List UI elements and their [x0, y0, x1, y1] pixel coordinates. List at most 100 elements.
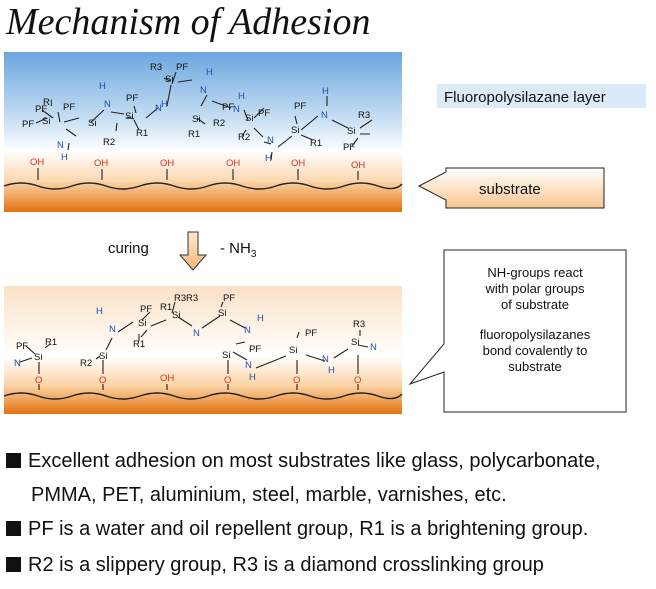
svg-text:OH: OH [160, 373, 174, 384]
svg-text:Si: Si [172, 310, 180, 321]
mechanism-callout [408, 249, 627, 413]
bottom-substrate-curve [3, 392, 403, 400]
svg-text:O: O [35, 375, 42, 386]
svg-text:Si: Si [138, 318, 146, 329]
top-hydroxyl-bonds [37, 168, 359, 180]
svg-text:Si: Si [34, 352, 42, 363]
svg-text:N: N [57, 140, 64, 151]
svg-text:O: O [293, 375, 300, 386]
svg-text:H: H [61, 152, 68, 163]
substrate-label: substrate [479, 181, 541, 198]
svg-text:O: O [224, 375, 231, 386]
svg-text:R3: R3 [150, 62, 162, 73]
svg-text:R3: R3 [358, 110, 370, 121]
svg-text:PF: PF [258, 108, 270, 119]
svg-text:H: H [96, 306, 103, 317]
callout-line: of substrate [501, 297, 569, 312]
callout-line: bond covalently to [483, 343, 588, 358]
svg-text:H: H [322, 86, 329, 97]
svg-text:OH: OH [30, 157, 44, 168]
callout-line: fluoropolysilazanes [480, 327, 591, 342]
bottom-oxygens: O O O O O OH [35, 373, 361, 386]
svg-text:H: H [265, 153, 272, 164]
bottom-molecule-nitrogen: N HN N NH NH NH N [14, 306, 377, 383]
curing-label: curing [108, 240, 149, 257]
svg-text:Si: Si [42, 116, 50, 127]
svg-text:Si: Si [347, 126, 355, 137]
substrate-callout [417, 167, 605, 209]
svg-text:H: H [328, 365, 335, 376]
svg-text:PF: PF [63, 102, 75, 113]
svg-text:R1: R1 [45, 337, 57, 348]
bullet-item: Excellent adhesion on most substrates li… [6, 450, 601, 473]
svg-text:PF: PF [176, 62, 188, 73]
svg-text:N: N [193, 328, 200, 339]
svg-text:OH: OH [160, 158, 174, 169]
svg-text:I: I [50, 98, 53, 109]
callout-line: with polar groups [485, 281, 585, 296]
svg-text:PF: PF [343, 142, 355, 153]
svg-text:N: N [321, 110, 328, 121]
bullet-continuation: PMMA, PET, aluminium, steel, marble, var… [31, 484, 507, 506]
svg-text:H: H [206, 67, 213, 78]
svg-text:R2: R2 [103, 137, 115, 148]
svg-text:N: N [322, 354, 329, 365]
top-substrate-curve [3, 182, 403, 190]
bullet-square-icon [6, 453, 21, 468]
svg-text:PF: PF [305, 328, 317, 339]
bottom-molecule-bonds [19, 301, 369, 390]
svg-text:Si: Si [218, 308, 226, 319]
bullet-square-icon [6, 557, 21, 572]
svg-text:R1: R1 [160, 302, 172, 313]
svg-text:Si: Si [99, 351, 107, 362]
svg-text:O: O [354, 375, 361, 386]
svg-text:Si: Si [165, 74, 173, 85]
layer-label: Fluoropolysilazane layer [444, 89, 606, 106]
svg-text:H: H [249, 372, 256, 383]
svg-text:Si: Si [351, 337, 359, 348]
bullet-square-icon [6, 521, 21, 536]
svg-text:N: N [233, 104, 240, 115]
svg-text:R3: R3 [186, 293, 198, 304]
svg-text:Si: Si [245, 113, 253, 124]
svg-text:Si: Si [222, 350, 230, 361]
svg-text:H: H [99, 81, 106, 92]
svg-text:N: N [109, 324, 116, 335]
top-molecule-bonds [35, 71, 373, 161]
svg-text:PF: PF [249, 344, 261, 355]
svg-text:OH: OH [351, 160, 365, 171]
svg-text:N: N [267, 135, 274, 146]
svg-text:PF: PF [223, 293, 235, 304]
svg-text:R1: R1 [310, 138, 322, 149]
svg-text:OH: OH [291, 158, 305, 169]
svg-text:N: N [155, 103, 162, 114]
svg-text:N: N [104, 99, 111, 110]
callout-line: NH-groups react [487, 265, 583, 280]
svg-text:O: O [99, 375, 106, 386]
svg-text:H: H [161, 99, 168, 110]
svg-text:R: R [43, 97, 50, 108]
svg-text:Si: Si [192, 114, 200, 125]
svg-text:PF: PF [222, 102, 234, 113]
nh3-label: - NH3 [220, 240, 257, 260]
callout-text: NH-groups react with polar groups of sub… [480, 265, 591, 374]
bullet-item: R2 is a slippery group, R3 is a diamond … [6, 554, 544, 577]
svg-text:R2: R2 [238, 132, 250, 143]
svg-text:OH: OH [226, 158, 240, 169]
curing-arrow [178, 231, 208, 271]
svg-text:PF: PF [16, 341, 28, 352]
svg-text:N: N [244, 325, 251, 336]
svg-text:Si: Si [88, 118, 96, 129]
svg-text:H: H [257, 313, 264, 324]
svg-text:R2: R2 [213, 118, 225, 129]
bottom-panel-background [4, 286, 402, 414]
svg-text:N: N [245, 360, 252, 371]
svg-text:Si: Si [125, 111, 133, 122]
page-title: Mechanism of Adhesion [6, 1, 371, 43]
callout-line: substrate [508, 359, 561, 374]
